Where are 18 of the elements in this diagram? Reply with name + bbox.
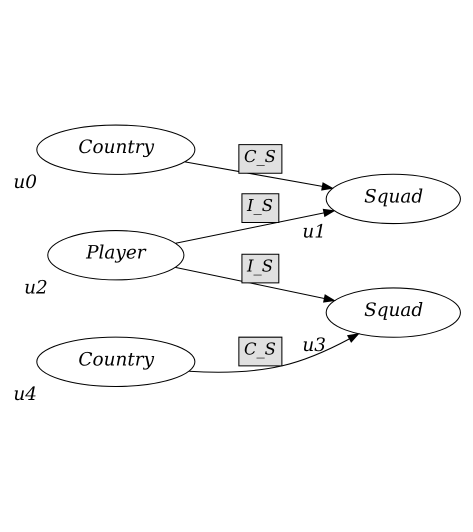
arrow	[175, 208, 336, 244]
arrow	[188, 333, 360, 373]
edge-label: I_S	[246, 256, 272, 276]
node-label: u3	[302, 334, 326, 356]
node-ellipse: Country	[36, 336, 195, 387]
node-label: u2	[24, 278, 48, 299]
node-label: u4	[12, 384, 36, 406]
edge-label: I_S	[246, 196, 272, 215]
node-ellipse: Player	[46, 230, 184, 280]
node-ellipse: Country	[36, 124, 195, 175]
node-ellipse: Squad	[325, 174, 460, 224]
arrow	[174, 266, 336, 303]
edge-label: C_S	[243, 339, 276, 358]
node-label: u0	[12, 172, 36, 194]
arrow	[184, 161, 334, 191]
node-label: u1	[302, 221, 326, 242]
node-ellipse: Squad	[325, 287, 460, 338]
edge-label: C_S	[243, 146, 276, 166]
